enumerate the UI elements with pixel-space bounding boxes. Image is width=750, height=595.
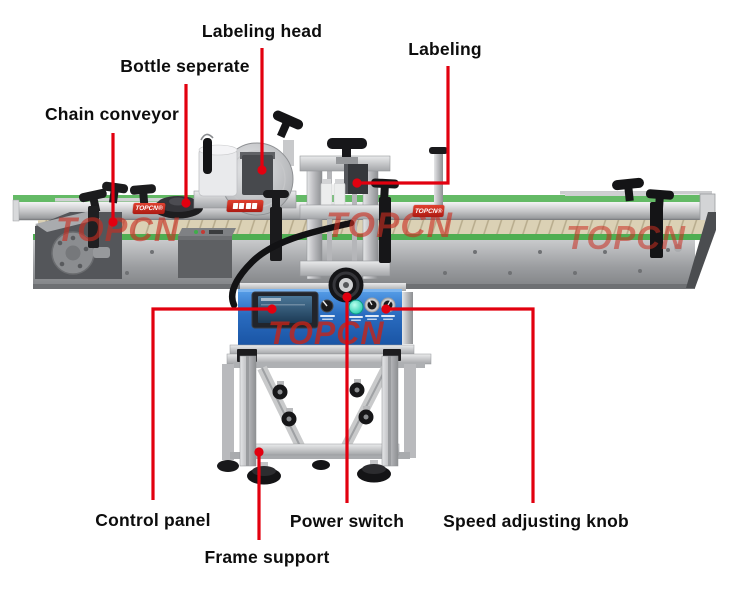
- drive-motor-box: [178, 228, 236, 278]
- caster-wheels: [272, 379, 374, 427]
- callout-power-switch: Power switch: [289, 511, 405, 531]
- clamp-knob: [129, 184, 156, 206]
- clamp-knob: [612, 177, 644, 202]
- panel-controls: [320, 297, 396, 321]
- clamp-knob: [263, 190, 289, 209]
- power-switch-knob: [320, 299, 335, 320]
- adjust-knob: [272, 110, 304, 139]
- callout-labeling: Labeling: [408, 39, 482, 59]
- dot-power-switch: [342, 292, 352, 302]
- left-guide-clamps: [55, 181, 205, 248]
- touchscreen: [258, 296, 312, 323]
- right-guide-clamps: [565, 177, 674, 258]
- dot-chain-conveyor: [108, 217, 118, 227]
- callout-chain-conveyor: Chain conveyor: [44, 104, 180, 124]
- leader-control-panel: [151, 307, 272, 500]
- leader-speed-adjusting-knob: [386, 307, 535, 503]
- dot-frame-support: [254, 447, 264, 457]
- height-adjust-knob: [327, 138, 367, 149]
- frame-support-stand: [217, 349, 432, 485]
- callout-labeling-head: Labeling head: [201, 21, 323, 41]
- speed-knob-1: [364, 297, 380, 320]
- conveyor-left-end: [35, 211, 122, 279]
- callout-bottle-seperate: Bottle seperate: [120, 56, 250, 76]
- clamp-body: [650, 202, 663, 258]
- start-button: [348, 299, 364, 321]
- suction-feet: [217, 460, 391, 485]
- leader-labeling: [358, 66, 450, 185]
- red-indicator: [201, 230, 205, 234]
- labeling-head-box: [242, 155, 273, 195]
- callout-frame-support: Frame support: [204, 547, 330, 567]
- wire-handle: [200, 133, 214, 141]
- conveyor-right-end: [686, 212, 716, 288]
- rear-leg: [222, 364, 234, 460]
- dot-bottle-seperate: [181, 198, 191, 208]
- callout-control-panel: Control panel: [95, 510, 211, 530]
- callout-speed-adjusting-knob: Speed adjusting knob: [443, 511, 629, 531]
- green-indicator: [194, 230, 198, 234]
- dot-labeling: [352, 178, 362, 188]
- rear-leg: [404, 364, 416, 458]
- roll-grip: [203, 138, 212, 174]
- clamp-body: [379, 197, 391, 263]
- dot-control-panel: [267, 304, 277, 314]
- dot-labeling-head: [257, 165, 267, 175]
- dot-speed-adjusting-knob: [381, 304, 391, 314]
- clamp-body: [88, 206, 99, 248]
- power-cable: [229, 219, 355, 309]
